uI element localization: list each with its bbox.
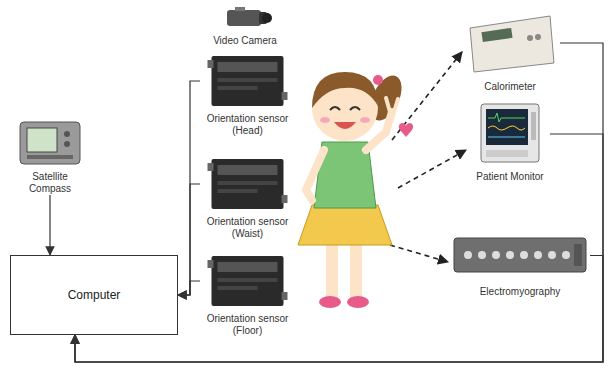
node-caption: Electromyography <box>450 286 590 298</box>
node-caption: Orientation sensor (Waist) <box>200 216 295 240</box>
connector <box>178 184 200 295</box>
device-icon: Video Camera <box>205 4 285 47</box>
node-caption: Calorimeter <box>460 81 560 93</box>
device-icon: Orientation sensor (Head) <box>200 52 295 137</box>
sensor-picture <box>200 252 295 310</box>
connector <box>49 195 50 255</box>
device-icon: Calorimeter <box>460 8 560 93</box>
camera-picture <box>205 4 285 32</box>
person-figure <box>298 71 413 308</box>
device-icon: Orientation sensor (Floor) <box>200 252 295 337</box>
compass-picture <box>10 118 90 168</box>
node-caption: Orientation sensor (Floor) <box>200 313 295 337</box>
sensor-picture <box>200 155 295 213</box>
device-icon: Satellite Compass <box>10 118 90 195</box>
dashed-arrow <box>390 245 448 262</box>
node-caption: Video Camera <box>205 35 285 47</box>
device-icon: Electromyography <box>450 228 590 298</box>
dashed-arrow <box>392 52 462 140</box>
dashed-arrow <box>398 150 466 188</box>
emg-picture <box>450 228 590 283</box>
sensor-picture <box>200 52 295 110</box>
node-caption: Patient Monitor <box>470 171 550 183</box>
process-box: Computer <box>10 255 178 335</box>
monitor-picture <box>470 100 550 168</box>
connector <box>178 81 200 295</box>
calorimeter-picture <box>460 8 560 78</box>
connector <box>178 281 200 295</box>
node-caption: Computer <box>64 284 125 306</box>
node-caption: Orientation sensor (Head) <box>200 113 295 137</box>
device-icon: Orientation sensor (Waist) <box>200 155 295 240</box>
device-icon: Patient Monitor <box>470 100 550 183</box>
node-caption: Satellite Compass <box>10 171 90 195</box>
